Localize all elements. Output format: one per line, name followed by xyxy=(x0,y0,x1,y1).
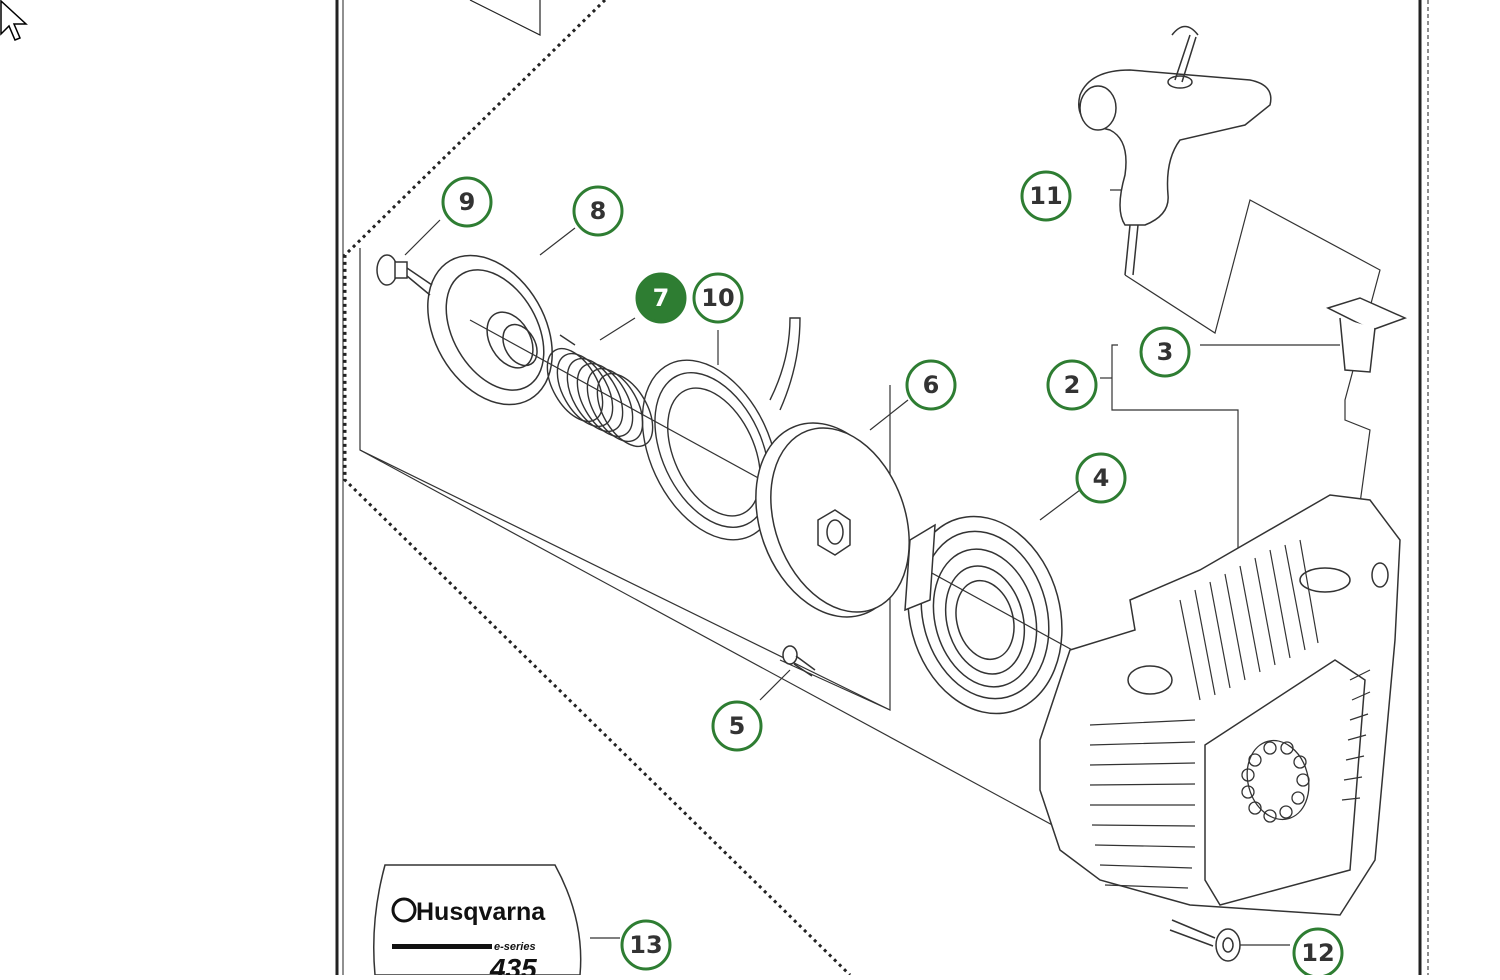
part-12-screw xyxy=(1169,919,1241,962)
callout-label: 5 xyxy=(729,712,746,740)
part-4-spring-cassette xyxy=(904,515,1063,715)
husqvarna-logo-icon xyxy=(391,897,417,923)
callout-label: 3 xyxy=(1157,338,1174,366)
callout-ring xyxy=(572,185,624,237)
part-10-recoil-spring xyxy=(641,317,801,541)
part-13-decal: Husqvarna e-series 435 xyxy=(373,864,582,980)
callout-label: 10 xyxy=(701,284,734,312)
callout-11[interactable]: 11 xyxy=(1020,170,1072,222)
callout-label: 13 xyxy=(629,931,662,959)
callout-ring xyxy=(711,700,763,752)
part-8-pulley-cover xyxy=(427,254,553,406)
decal-brand: Husqvarna xyxy=(416,898,546,926)
callout-label: 7 xyxy=(653,284,670,312)
callout-7[interactable]: 7 xyxy=(635,272,687,324)
diagram-frame xyxy=(335,0,1429,977)
decal-series: e-series xyxy=(494,941,536,953)
callout-6[interactable]: 6 xyxy=(905,359,957,411)
part-5-screw xyxy=(782,645,816,677)
callout-label: 11 xyxy=(1029,182,1062,210)
callout-label: 6 xyxy=(923,371,940,399)
part-6-rope-pulley xyxy=(755,422,910,618)
callout-ring xyxy=(692,272,744,324)
callout-ring xyxy=(441,176,493,228)
starter-housing xyxy=(1039,494,1401,916)
callout-ring xyxy=(1020,170,1072,222)
callout-2[interactable]: 2 xyxy=(1046,359,1098,411)
callout-label: 12 xyxy=(1301,939,1334,967)
part-11-starter-handle xyxy=(1078,25,1272,276)
callout-5[interactable]: 5 xyxy=(711,700,763,752)
callout-ring xyxy=(1139,326,1191,378)
mouse-cursor-icon xyxy=(0,0,28,41)
callout-9[interactable]: 9 xyxy=(441,176,493,228)
callout-label: 4 xyxy=(1093,464,1110,492)
callout-ring xyxy=(905,359,957,411)
decal-model: 435 xyxy=(489,953,537,975)
callout-12[interactable]: 12 xyxy=(1292,927,1344,979)
callout-label: 8 xyxy=(590,197,607,225)
callout-8[interactable]: 8 xyxy=(572,185,624,237)
part-3-rope-guide xyxy=(1326,297,1408,373)
callout-layer: 2 3 4 5 6 7 8 9 10 11 12 13 xyxy=(441,170,1344,979)
callout-10[interactable]: 10 xyxy=(692,272,744,324)
callout-3[interactable]: 3 xyxy=(1139,326,1191,378)
callout-label: 2 xyxy=(1064,371,1081,399)
callout-label: 9 xyxy=(459,188,476,216)
callout-ring xyxy=(620,919,672,971)
callout-13[interactable]: 13 xyxy=(620,919,672,971)
callout-4[interactable]: 4 xyxy=(1075,452,1127,504)
callout-ring xyxy=(1075,452,1127,504)
part-9-bolt xyxy=(376,254,433,296)
callout-ring xyxy=(1046,359,1098,411)
callout-ring xyxy=(635,272,687,324)
